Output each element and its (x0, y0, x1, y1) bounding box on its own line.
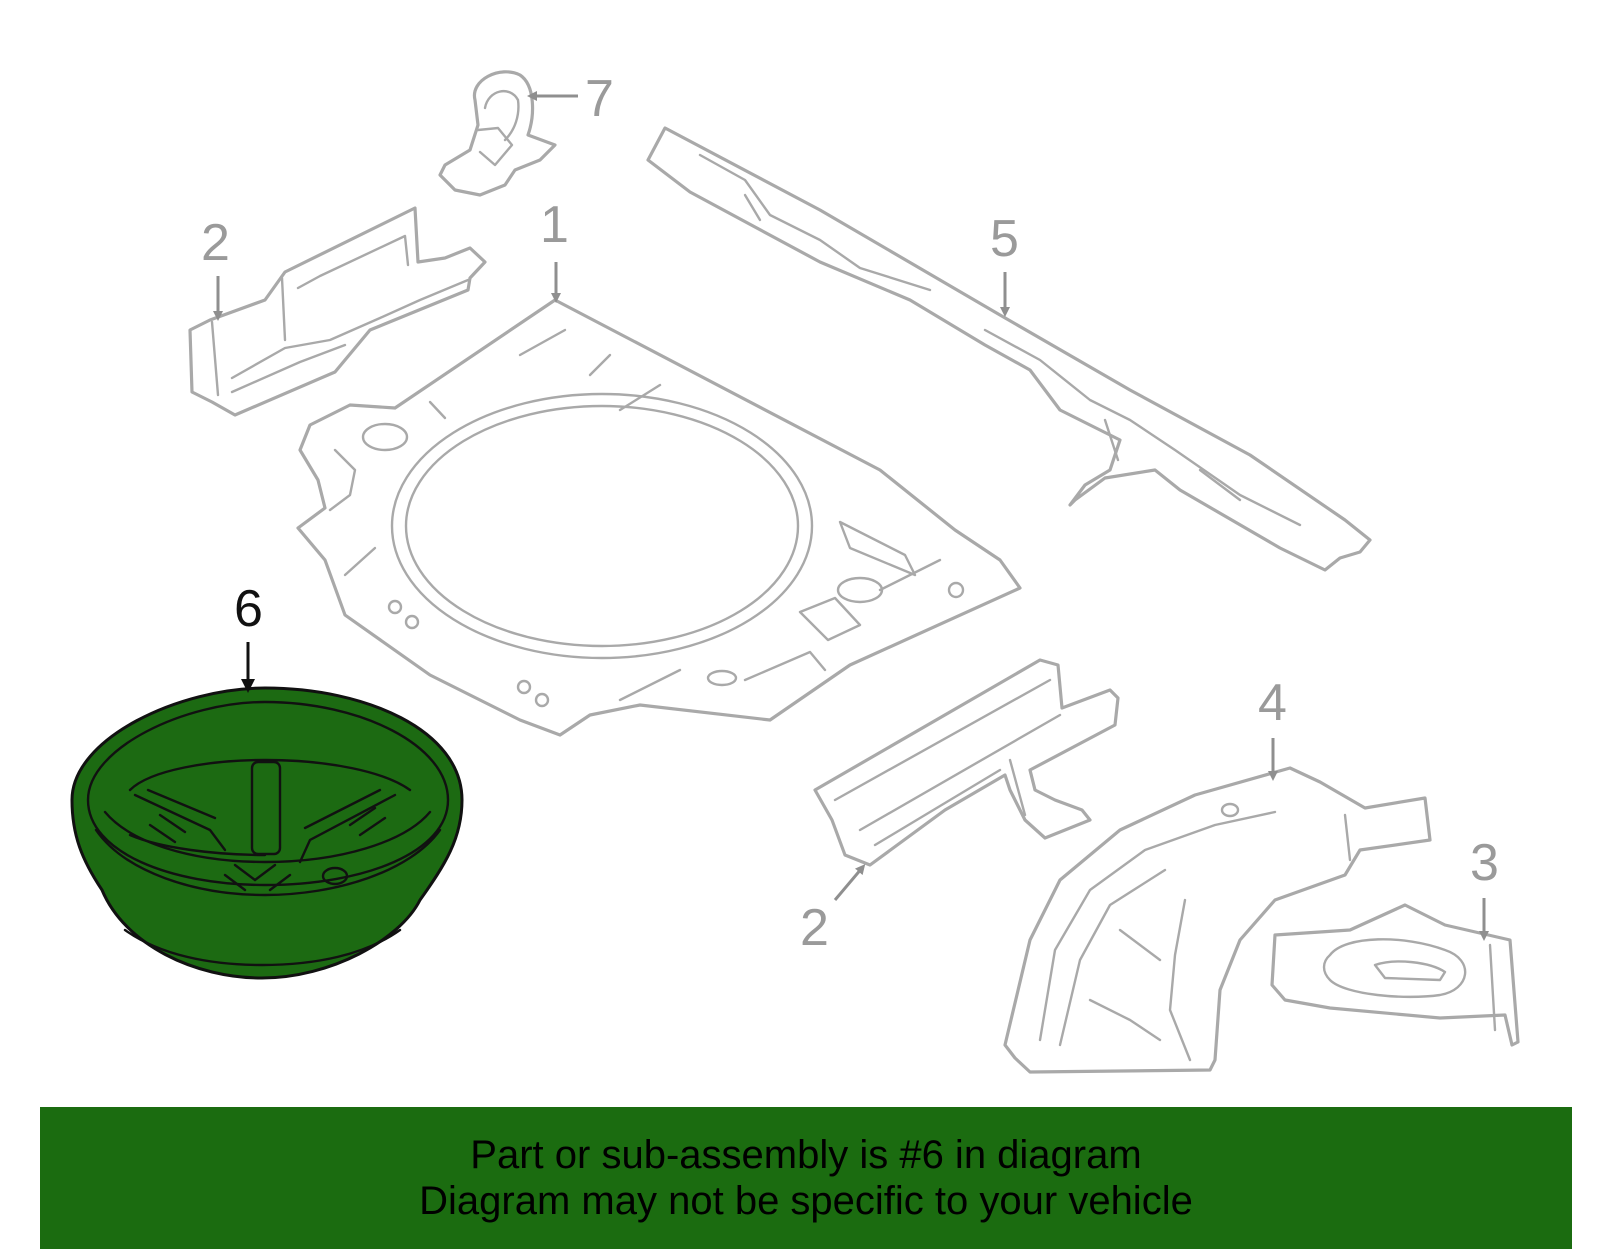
banner-line-2: Diagram may not be specific to your vehi… (419, 1179, 1193, 1223)
part-5-cross-member (646, 126, 1372, 572)
callout-7: 7 (585, 70, 614, 128)
part-3-extension (1270, 903, 1520, 1047)
arrow-2-lower (833, 864, 866, 901)
part-4-wheelhouse (1003, 766, 1432, 1074)
callout-2-lower: 2 (800, 899, 829, 957)
callout-5: 5 (990, 210, 1019, 268)
part-2-upper-rail (188, 206, 487, 417)
part-7-bracket (438, 70, 557, 197)
info-banner: Part or sub-assembly is #6 in diagram Di… (40, 1107, 1572, 1249)
banner-line-1: Part or sub-assembly is #6 in diagram (470, 1133, 1142, 1177)
callout-6: 6 (234, 580, 263, 638)
callout-1: 1 (540, 196, 569, 254)
part-1-floor-pan (296, 298, 1022, 737)
callout-2-upper: 2 (201, 214, 230, 272)
part-6-spare-tire-tub (70, 686, 464, 980)
part-2-lower-rail (813, 658, 1120, 867)
callout-4: 4 (1258, 674, 1287, 732)
callout-3: 3 (1470, 834, 1499, 892)
